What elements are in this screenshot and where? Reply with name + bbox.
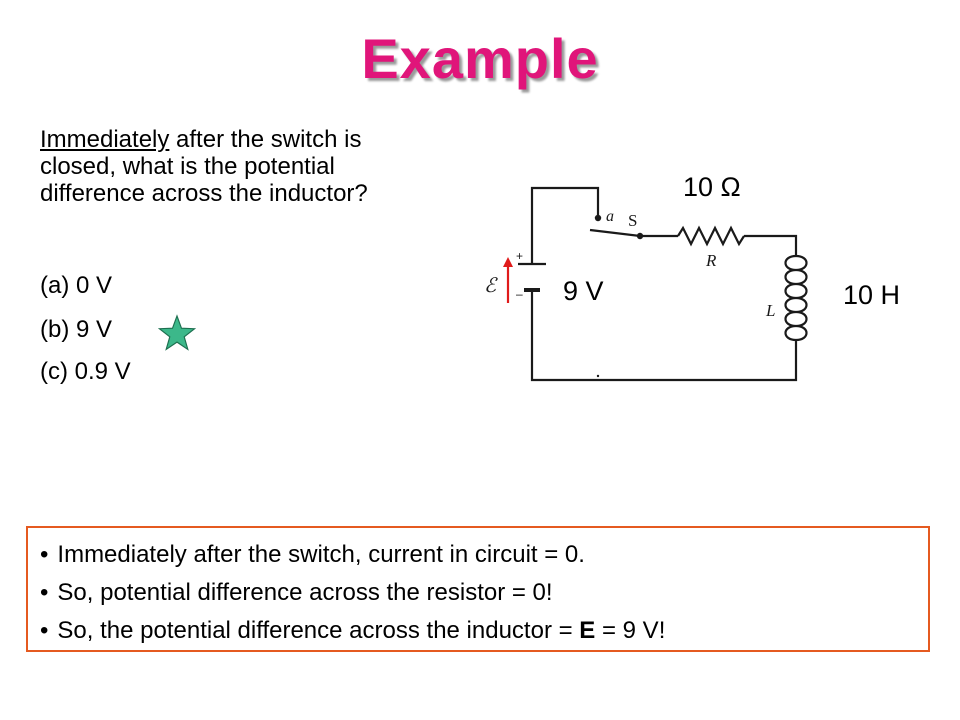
explanation-box: Immediately after the switch, current in… bbox=[26, 526, 930, 652]
resistor-symbol bbox=[677, 225, 745, 247]
explanation-line-3-prefix: So, the potential difference across the … bbox=[57, 617, 580, 644]
emf-arrow-head bbox=[503, 257, 513, 267]
inductor-symbol bbox=[784, 254, 808, 348]
explanation-line-3-suffix: = 9 V! bbox=[595, 617, 666, 644]
explanation-line-2: So, potential difference across the resi… bbox=[40, 574, 928, 612]
option-a: (a) 0 V bbox=[40, 272, 113, 299]
explanation-list: Immediately after the switch, current in… bbox=[28, 528, 928, 650]
switch-contact-a bbox=[594, 214, 602, 222]
wire-left-top bbox=[530, 186, 600, 264]
switch-blade bbox=[589, 228, 641, 238]
question-text: Immediately after the switch is closed, … bbox=[40, 126, 400, 207]
option-c: (c) 0.9 V bbox=[40, 358, 131, 385]
label-emf: ℰ bbox=[484, 275, 498, 297]
resistor-value-label: 10 Ω bbox=[683, 172, 741, 202]
wire-resistor-inductor bbox=[744, 234, 798, 256]
rl-circuit-diagram: a S R L ℰ + – bbox=[484, 186, 808, 382]
wire-left-bottom bbox=[530, 290, 798, 382]
slide-title: Example bbox=[361, 27, 599, 90]
explanation-line-1: Immediately after the switch, current in… bbox=[40, 536, 928, 574]
switch-contact-s bbox=[636, 232, 644, 240]
label-s: S bbox=[628, 211, 637, 230]
label-a: a bbox=[606, 208, 614, 225]
question-rest: after the switch is closed, what is the … bbox=[40, 126, 368, 207]
option-b: (b) 9 V bbox=[40, 316, 113, 343]
question-emphasis: Immediately bbox=[40, 126, 170, 153]
label-plus: + bbox=[516, 249, 523, 263]
label-r: R bbox=[705, 251, 717, 270]
inductor-value-label: 10 H bbox=[843, 280, 901, 310]
explanation-line-3: So, the potential difference across the … bbox=[40, 612, 928, 650]
label-l: L bbox=[765, 301, 775, 320]
battery-value-label: 9 V bbox=[563, 276, 604, 306]
bottom-dot bbox=[596, 374, 600, 378]
label-minus: – bbox=[516, 287, 523, 301]
explanation-line-3-bold: E bbox=[579, 617, 596, 644]
star-icon bbox=[158, 314, 196, 351]
